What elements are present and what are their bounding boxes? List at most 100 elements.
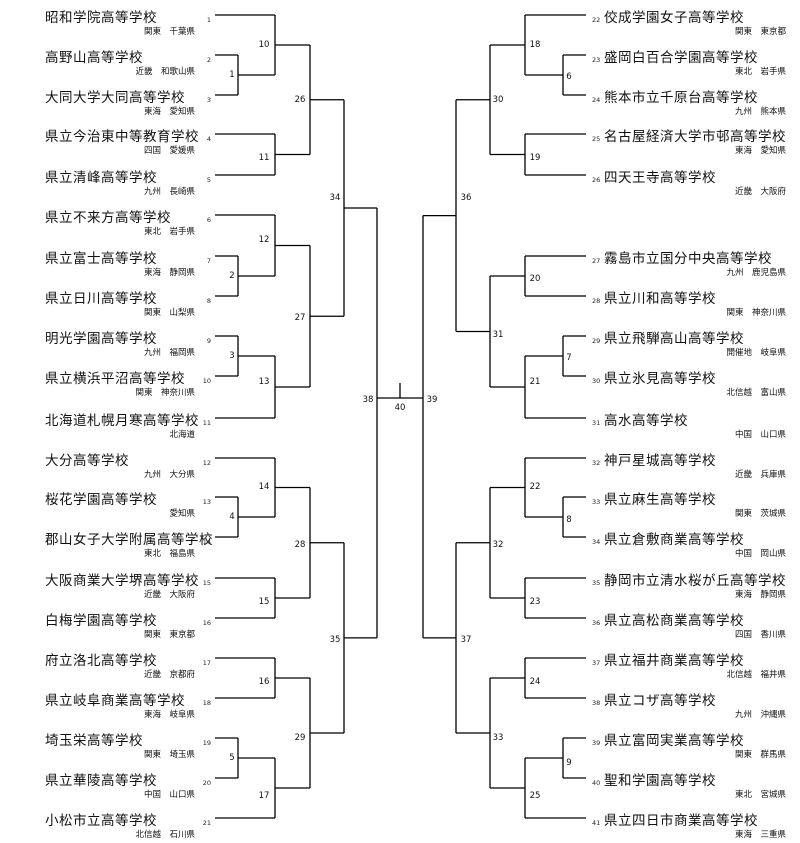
team-region: 九州 沖縄県 [735, 708, 786, 720]
prefecture-label: 三重県 [760, 830, 786, 840]
team-region: 東海 三重県 [735, 828, 786, 840]
team-name: 盛岡白百合学園高等学校 [604, 50, 758, 66]
prefecture-label: 和歌山県 [160, 67, 195, 77]
match-number: 15 [258, 597, 270, 607]
team-name: 桜花学園高等学校 [45, 492, 157, 508]
team-region: 九州 鹿児島県 [726, 266, 786, 278]
seed-number: 27 [592, 257, 601, 265]
team-name: 県立富士高等学校 [45, 251, 157, 267]
team-name: 白梅学園高等学校 [45, 613, 157, 629]
team-name: 県立福井商業高等学校 [604, 653, 744, 669]
seed-number: 41 [592, 819, 601, 827]
seed-number: 29 [592, 337, 601, 345]
match-number: 10 [258, 40, 270, 50]
prefecture-label: 富山県 [760, 388, 786, 398]
region-label: 東北 [143, 549, 161, 559]
match-number: 25 [529, 791, 541, 801]
prefecture-label: 愛知県 [169, 107, 195, 117]
region-label: 北信越 [135, 830, 161, 840]
seed-number: 10 [202, 377, 211, 385]
team-name: 県立コザ高等学校 [604, 693, 716, 709]
team-region: 九州 大分県 [144, 468, 195, 480]
team-region: 東北 岩手県 [144, 225, 195, 237]
seed-number: 16 [202, 619, 211, 627]
region-label: 近畿 [143, 590, 161, 600]
seed-number: 23 [592, 56, 601, 64]
team-name: 高野山高等学校 [45, 50, 143, 66]
team-name: 聖和学園高等学校 [604, 773, 716, 789]
match-number: 34 [329, 193, 341, 203]
match-number: 28 [294, 540, 306, 550]
prefecture-label: 埼玉県 [169, 750, 195, 760]
prefecture-label: 福岡県 [169, 348, 195, 358]
team-name: 県立高松商業高等学校 [604, 613, 744, 629]
prefecture-label: 山口県 [760, 430, 786, 440]
match-number: 23 [529, 597, 541, 607]
match-number: 40 [394, 403, 406, 413]
seed-number: 11 [202, 419, 211, 427]
seed-number: 40 [592, 779, 601, 787]
seed-number: 31 [592, 419, 601, 427]
region-label: 関東 [734, 509, 752, 519]
match-number: 18 [529, 40, 541, 50]
prefecture-label: 神奈川県 [751, 308, 786, 318]
region-label: 四国 [143, 146, 161, 156]
match-number: 16 [258, 677, 270, 687]
prefecture-label: 宮城県 [760, 790, 786, 800]
team-name: 県立清峰高等学校 [45, 170, 157, 186]
seed-number: 37 [592, 659, 601, 667]
match-number: 27 [294, 313, 306, 323]
prefecture-label: 愛媛県 [169, 146, 195, 156]
team-name: 昭和学院高等学校 [45, 10, 157, 26]
region-label: 東海 [143, 268, 161, 278]
region-label: 九州 [734, 107, 752, 117]
team-region: 九州 福岡県 [144, 346, 195, 358]
region-label: 東北 [734, 67, 752, 77]
region-label: 中国 [734, 430, 752, 440]
team-name: 四天王寺高等学校 [604, 170, 716, 186]
team-region: 近畿 和歌山県 [135, 65, 195, 77]
prefecture-label: 岩手県 [169, 227, 195, 237]
team-name: 府立洛北高等学校 [45, 653, 157, 669]
match-number: 38 [362, 395, 374, 405]
seed-number: 32 [592, 459, 601, 467]
region-label: 東海 [734, 590, 752, 600]
region-label: 九州 [726, 268, 744, 278]
seed-number: 33 [592, 498, 601, 506]
region-label: 関東 [143, 750, 161, 760]
match-number: 8 [566, 515, 572, 525]
team-region: 関東 神奈川県 [726, 306, 786, 318]
region-label: 北信越 [726, 388, 752, 398]
team-name: 明光学園高等学校 [45, 331, 157, 347]
match-number: 5 [229, 753, 235, 763]
seed-number: 6 [206, 216, 211, 224]
prefecture-label: 山梨県 [169, 308, 195, 318]
prefecture-label: 沖縄県 [760, 710, 786, 720]
region-label: 関東 [143, 630, 161, 640]
team-name: 小松市立高等学校 [45, 813, 157, 829]
region-label: 四国 [734, 630, 752, 640]
prefecture-label: 兵庫県 [760, 470, 786, 480]
team-name: 熊本市立千原台高等学校 [604, 90, 758, 106]
team-name: 県立富岡実業高等学校 [604, 733, 744, 749]
prefecture-label: 愛知県 [760, 146, 786, 156]
seed-number: 5 [206, 176, 211, 184]
prefecture-label: 静岡県 [169, 268, 195, 278]
region-label: 九州 [143, 187, 161, 197]
team-region: 四国 香川県 [735, 628, 786, 640]
